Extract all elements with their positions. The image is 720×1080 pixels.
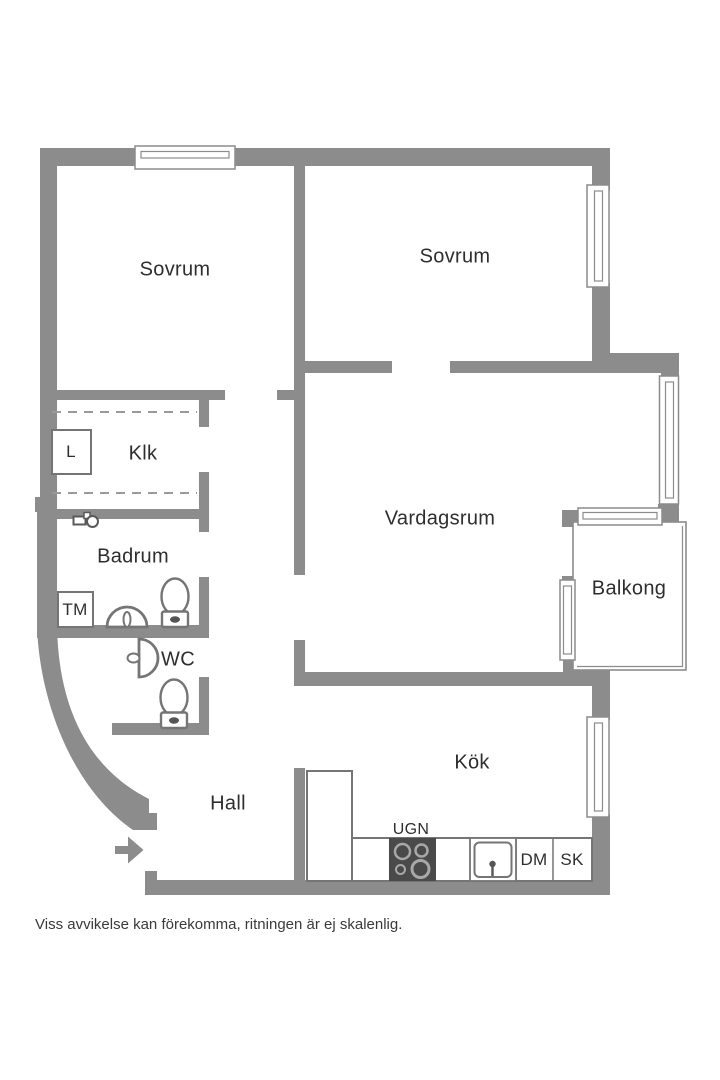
wall-bathroom-stub xyxy=(199,577,209,636)
wall-closet-bottom xyxy=(37,509,199,519)
wall-left-bathroom xyxy=(37,512,57,628)
window-top-icon xyxy=(134,145,236,170)
room-label-bedroom-left: Sovrum xyxy=(139,258,211,281)
wc-fixtures xyxy=(126,637,189,730)
wall-closet-stub-upper xyxy=(199,400,209,427)
wall-left-jut xyxy=(35,497,57,512)
wall-left-upper xyxy=(40,148,57,512)
wall-bedroom2-bottom-left xyxy=(305,361,392,373)
wall-right-mid xyxy=(592,283,610,373)
room-label-wc: WC xyxy=(161,648,195,671)
window-livingroom-right-icon xyxy=(658,375,680,505)
bathroom-sink-icon xyxy=(105,605,149,629)
label-dishwasher: DM xyxy=(520,850,548,869)
wall-wc-stub xyxy=(199,677,209,734)
room-label-balcony: Balkong xyxy=(591,577,667,600)
wall-bedroom1-bottom-stub xyxy=(277,390,294,400)
window-bedroom-right-icon xyxy=(586,184,610,288)
kitchen-fixtures xyxy=(306,770,593,882)
room-label-bedroom-right: Sovrum xyxy=(419,245,491,268)
window-balcony-door-icon xyxy=(559,579,576,661)
room-label-closet: Klk xyxy=(128,442,158,465)
wc-sink-icon xyxy=(126,637,160,679)
window-balcony-top-icon xyxy=(577,507,663,526)
wc-toilet-icon xyxy=(159,678,189,730)
wall-spine-mid xyxy=(294,640,305,686)
windows xyxy=(134,145,680,818)
wall-livingroom-bottom xyxy=(294,672,566,686)
room-label-hall: Hall xyxy=(210,792,246,815)
closet-fixtures xyxy=(51,411,197,494)
wall-bedroom1-bottom xyxy=(57,390,225,400)
entrance-arrow-icon xyxy=(115,836,144,864)
wall-kitchen-right-top xyxy=(592,686,610,720)
wall-spine-lower xyxy=(294,768,305,880)
wall-bottom-notch xyxy=(145,871,157,895)
kitchen-tall-cabinet xyxy=(306,770,353,882)
room-label-living-room: Vardagsrum xyxy=(384,507,496,530)
wall-bedroom2-bottom-right xyxy=(450,361,592,373)
linen-cabinet-box xyxy=(51,429,92,475)
wall-curved-entry xyxy=(37,625,157,830)
shower-mixer-icon xyxy=(72,511,99,528)
room-label-kitchen: Kök xyxy=(454,751,490,774)
wall-step-band xyxy=(592,353,679,373)
balcony-outline xyxy=(572,521,687,671)
label-linen-cabinet: L xyxy=(66,442,76,461)
wall-right-cap xyxy=(658,504,679,522)
window-kitchen-icon xyxy=(586,716,610,818)
disclaimer-caption: Viss avvikelse kan förekomma, ritningen … xyxy=(35,916,403,933)
wall-kitchen-right-bottom xyxy=(592,814,610,895)
bathroom-toilet-icon xyxy=(160,577,190,629)
room-label-bathroom: Badrum xyxy=(97,545,169,568)
wall-top xyxy=(40,148,610,166)
wall-bathroom-bottom xyxy=(37,625,209,638)
label-washing-machine: TM xyxy=(62,600,88,619)
bathroom-fixtures xyxy=(57,511,190,629)
wall-spine-upper xyxy=(294,166,305,575)
wall-right-upper xyxy=(592,166,610,190)
label-cupboard: SK xyxy=(560,850,584,869)
label-oven: UGN xyxy=(392,821,430,838)
wall-bottom xyxy=(145,880,610,895)
stove-icon xyxy=(389,838,436,881)
wall-closet-stub-lower xyxy=(199,472,209,532)
washing-machine-box xyxy=(57,591,94,628)
kitchen-sink-icon xyxy=(469,837,517,882)
